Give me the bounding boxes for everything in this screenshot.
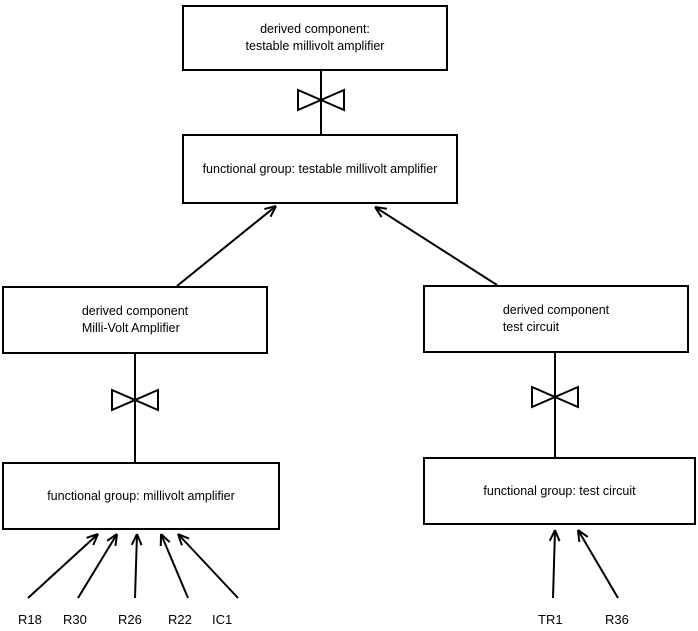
- arrow-tc-to-fg-top-line: [374, 206, 498, 286]
- node-derived-milli-volt-amplifier[interactable]: derived component Milli-Volt Amplifier: [2, 286, 268, 354]
- node-label-derived-test-circuit: derived component test circuit: [502, 303, 610, 334]
- node-fg-millivolt-amplifier[interactable]: functional group: millivolt amplifier: [2, 462, 280, 530]
- arrow-r18-head: [86, 533, 99, 546]
- conn-derived-mva-to-fg-mva: [111, 354, 159, 462]
- leaf-label-r26: R26: [118, 612, 142, 627]
- arrow-r30-barb-b: [106, 533, 118, 542]
- arrow-r22-barb-a: [160, 533, 171, 543]
- conn-derived-to-fg-top: [297, 71, 345, 134]
- arrow-r22: [159, 533, 189, 599]
- arrow-ic1: [177, 533, 239, 599]
- arrow-r18: [27, 533, 99, 599]
- node-label-derived-milli-volt-amplifier: derived component Milli-Volt Amplifier: [81, 304, 189, 335]
- conn-derived-mva-to-fg-mva-bowtie-icon: [111, 388, 159, 412]
- leaf-label-r22: R22: [168, 612, 192, 627]
- arrow-r36-line: [577, 529, 619, 599]
- arrow-r26-line: [134, 533, 138, 599]
- node-derived-test-circuit[interactable]: derived component test circuit: [423, 285, 689, 353]
- leaf-label-r36: R36: [605, 612, 629, 627]
- leaf-label-r18: R18: [18, 612, 42, 627]
- arrow-tc-to-fg-top-barb-a: [374, 206, 388, 210]
- arrow-r30-line: [77, 533, 118, 599]
- node-label-fg-millivolt-amplifier: functional group: millivolt amplifier: [47, 488, 235, 503]
- arrow-tr1-barb-a: [554, 529, 561, 542]
- conn-derived-tc-to-fg-tc-bowtie-icon: [531, 385, 579, 409]
- node-fg-test-circuit[interactable]: functional group: test circuit: [423, 457, 696, 525]
- conn-derived-mva-to-fg-mva-bowtie-left: [111, 388, 138, 412]
- arrow-r18-barb-a: [92, 533, 99, 546]
- arrow-ic1-head: [177, 533, 190, 546]
- arrow-tr1-line: [552, 529, 556, 599]
- leaf-label-r30: R30: [63, 612, 87, 627]
- arrow-tr1-head: [548, 529, 561, 542]
- arrow-r26-barb-b: [130, 533, 138, 546]
- conn-derived-to-fg-top-bowtie-left: [297, 88, 324, 112]
- arrow-mva-to-fg-top-line: [176, 205, 277, 287]
- arrow-mva-to-fg-top-head: [264, 205, 277, 218]
- arrow-r36-head: [577, 529, 589, 543]
- arrow-r22-head: [159, 533, 171, 547]
- leaf-label-tr1: TR1: [538, 612, 563, 627]
- arrow-ic1-line: [177, 533, 239, 599]
- leaf-label-ic1: IC1: [212, 612, 233, 627]
- arrow-r36-barb-a: [577, 529, 589, 538]
- arrow-r26-barb-a: [136, 533, 143, 546]
- arrow-tc-to-fg-top-head: [374, 206, 388, 218]
- arrow-ic1-barb-a: [177, 533, 190, 540]
- node-label-derived-testable-millivolt-amplifier: derived component: testable millivolt am…: [245, 22, 385, 53]
- conn-derived-to-fg-top-bowtie-icon: [297, 88, 345, 112]
- conn-derived-tc-to-fg-tc-bowtie-left: [531, 385, 558, 409]
- node-fg-testable-millivolt-amplifier[interactable]: functional group: testable millivolt amp…: [182, 134, 458, 204]
- conn-derived-tc-to-fg-tc: [531, 353, 579, 457]
- node-label-fg-test-circuit: functional group: test circuit: [483, 483, 636, 498]
- arrow-r30: [77, 533, 118, 599]
- arrow-r36-barb-b: [577, 529, 581, 543]
- arrow-r18-line: [27, 533, 99, 599]
- conn-derived-tc-to-fg-tc-bowtie-right: [552, 385, 579, 409]
- arrow-r30-head: [106, 533, 118, 547]
- arrow-mva-to-fg-top-barb-a: [269, 205, 277, 218]
- node-label-fg-testable-millivolt-amplifier: functional group: testable millivolt amp…: [202, 161, 438, 176]
- arrow-tc-to-fg-top-barb-b: [374, 206, 383, 218]
- conn-derived-mva-to-fg-mva-bowtie-right: [132, 388, 159, 412]
- arrow-tr1-barb-b: [548, 529, 556, 542]
- arrow-r18-barb-b: [86, 533, 99, 539]
- arrow-tc-to-fg-top: [374, 206, 498, 286]
- conn-derived-to-fg-top-bowtie-right: [318, 88, 345, 112]
- node-derived-testable-millivolt-amplifier[interactable]: derived component: testable millivolt am…: [182, 5, 448, 71]
- arrow-mva-to-fg-top-barb-b: [264, 205, 277, 211]
- arrow-ic1-barb-b: [177, 533, 183, 546]
- arrow-r26-head: [130, 533, 143, 546]
- arrow-r22-line: [160, 533, 189, 599]
- arrow-r26: [130, 533, 143, 599]
- arrow-tr1: [548, 529, 561, 599]
- arrow-mva-to-fg-top: [176, 205, 277, 287]
- arrow-r30-barb-a: [114, 533, 118, 547]
- arrow-r36: [577, 529, 619, 599]
